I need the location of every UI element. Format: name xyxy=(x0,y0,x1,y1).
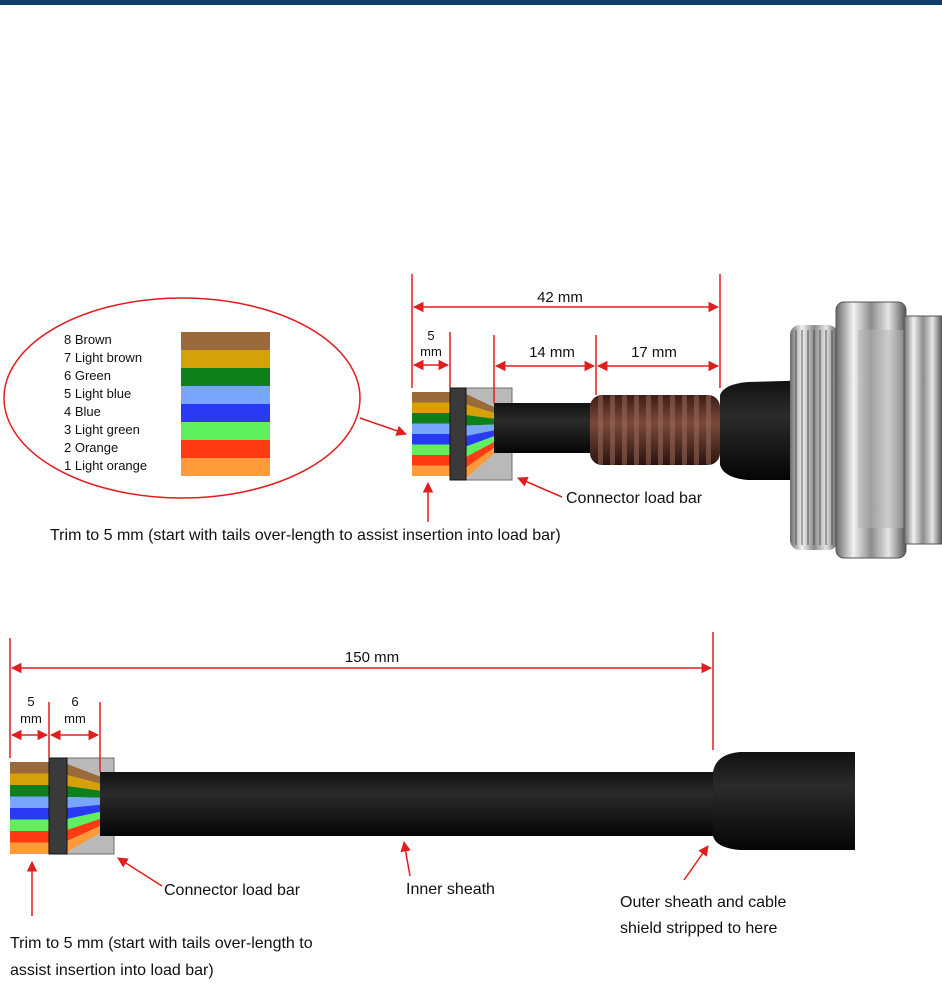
wire-tail-2 xyxy=(10,831,50,843)
legend-item-4: 4 Blue xyxy=(64,404,101,419)
wire-tail-6 xyxy=(412,413,452,424)
wire-tail-5 xyxy=(10,796,50,808)
legend-swatch-7 xyxy=(181,350,270,368)
wire-fan-8 xyxy=(466,394,496,414)
top-dim-total: 42 mm xyxy=(537,289,583,306)
legend-swatch-8 xyxy=(181,332,270,350)
wire-tail-3 xyxy=(10,819,50,831)
wire-fan-1 xyxy=(466,446,496,478)
top-dim-trim-2: mm xyxy=(420,344,442,359)
wire-tail-8 xyxy=(10,762,50,774)
top-load-bar-pointer xyxy=(517,476,563,498)
legend-item-5: 5 Light blue xyxy=(64,386,131,401)
legend-item-1: 1 Light orange xyxy=(64,458,147,473)
wire-tail-4 xyxy=(412,434,452,445)
wire-fan-2 xyxy=(67,817,104,841)
bottom-label-trim-2: assist insertion into load bar) xyxy=(10,962,214,979)
bottom-inner-sheath xyxy=(100,772,715,836)
top-dim-shield: 17 mm xyxy=(631,344,677,361)
wire-tail-7 xyxy=(412,402,452,413)
top-wire-fan xyxy=(466,394,496,478)
legend-item-6: 6 Green xyxy=(64,368,111,383)
bottom-load-bar-black xyxy=(48,757,68,855)
legend-callout-ellipse xyxy=(3,297,361,499)
legend-item-7: 7 Light brown xyxy=(64,350,142,365)
inner-sheath-pointer xyxy=(400,840,411,877)
legend-item-8: 8 Brown xyxy=(64,332,112,347)
wire-fan-5 xyxy=(67,797,104,808)
wire-fan-3 xyxy=(67,811,104,830)
bottom-label-outer-1: Outer sheath and cable xyxy=(620,894,786,911)
bottom-dim-trim-1: 5 xyxy=(27,694,34,709)
bottom-label-load-bar: Connector load bar xyxy=(164,882,301,899)
connector-body xyxy=(790,301,942,559)
wire-tail-1 xyxy=(10,842,50,854)
wire-fan-7 xyxy=(466,404,496,419)
bottom-wire-tails xyxy=(10,762,50,854)
wire-fan-4 xyxy=(466,430,496,447)
bottom-dim-trim-2: mm xyxy=(20,711,42,726)
legend-swatch-2 xyxy=(181,440,270,458)
wire-tail-6 xyxy=(10,785,50,797)
wire-fan-4 xyxy=(67,804,104,819)
header-bar xyxy=(0,0,942,5)
wire-tail-3 xyxy=(412,444,452,455)
wire-fan-3 xyxy=(466,435,496,457)
wire-fan-7 xyxy=(67,775,104,792)
legend-swatch-4 xyxy=(181,404,270,422)
wire-tail-1 xyxy=(412,465,452,476)
top-inner-sheath xyxy=(494,403,594,453)
bottom-dimensions: 150 mm 5 mm 6 mm xyxy=(9,632,714,772)
outer-sheath-pointer xyxy=(683,845,709,881)
top-label-trim: Trim to 5 mm (start with tails over-leng… xyxy=(50,527,561,544)
top-dim-trim-1: 5 xyxy=(427,328,434,343)
top-wire-tails xyxy=(412,392,452,476)
legend-swatch-5 xyxy=(181,386,270,404)
top-diagram: 8 Brown 7 Light brown 6 Green 5 Light blue 4… xyxy=(3,274,942,559)
wire-tail-2 xyxy=(412,455,452,466)
top-label-load-bar: Connector load bar xyxy=(566,490,703,507)
legend-pointer-line xyxy=(359,417,407,436)
wire-fan-1 xyxy=(67,824,104,852)
bottom-label-trim-1: Trim to 5 mm (start with tails over-leng… xyxy=(10,935,313,952)
legend-swatch-6 xyxy=(181,368,270,386)
bottom-label-outer-2: shield stripped to here xyxy=(620,920,778,937)
wire-tail-5 xyxy=(412,423,452,434)
bottom-dim-total: 150 mm xyxy=(345,649,399,666)
top-braided-shield xyxy=(590,395,720,465)
legend-swatch-1 xyxy=(181,458,270,476)
wire-fan-6 xyxy=(466,415,496,426)
bottom-load-bar-pointer xyxy=(117,857,163,887)
wire-legend: 8 Brown 7 Light brown 6 Green 5 Light blue 4… xyxy=(64,332,147,473)
wire-tail-8 xyxy=(412,392,452,403)
top-dimensions: 42 mm 5 mm 14 mm 17 mm xyxy=(411,274,721,403)
wire-fan-8 xyxy=(67,764,104,785)
bottom-dim-bar-1: 6 xyxy=(71,694,78,709)
wire-legend-swatches xyxy=(181,332,270,476)
legend-item-3: 3 Light green xyxy=(64,422,140,437)
bottom-outer-sheath xyxy=(713,752,855,850)
wire-fan-6 xyxy=(67,786,104,798)
bottom-dim-bar-2: mm xyxy=(64,711,86,726)
top-dim-inner: 14 mm xyxy=(529,344,575,361)
bottom-label-inner-sheath: Inner sheath xyxy=(406,881,495,898)
wire-fan-5 xyxy=(466,424,496,436)
wire-tail-4 xyxy=(10,808,50,820)
top-load-bar-black xyxy=(449,387,467,481)
bottom-diagram: 150 mm 5 mm 6 mm Connector load bar Inne… xyxy=(9,632,855,979)
wire-tail-7 xyxy=(10,773,50,785)
legend-swatch-3 xyxy=(181,422,270,440)
legend-item-2: 2 Orange xyxy=(64,440,118,455)
wire-fan-2 xyxy=(466,441,496,468)
bottom-wire-fan xyxy=(67,764,104,852)
